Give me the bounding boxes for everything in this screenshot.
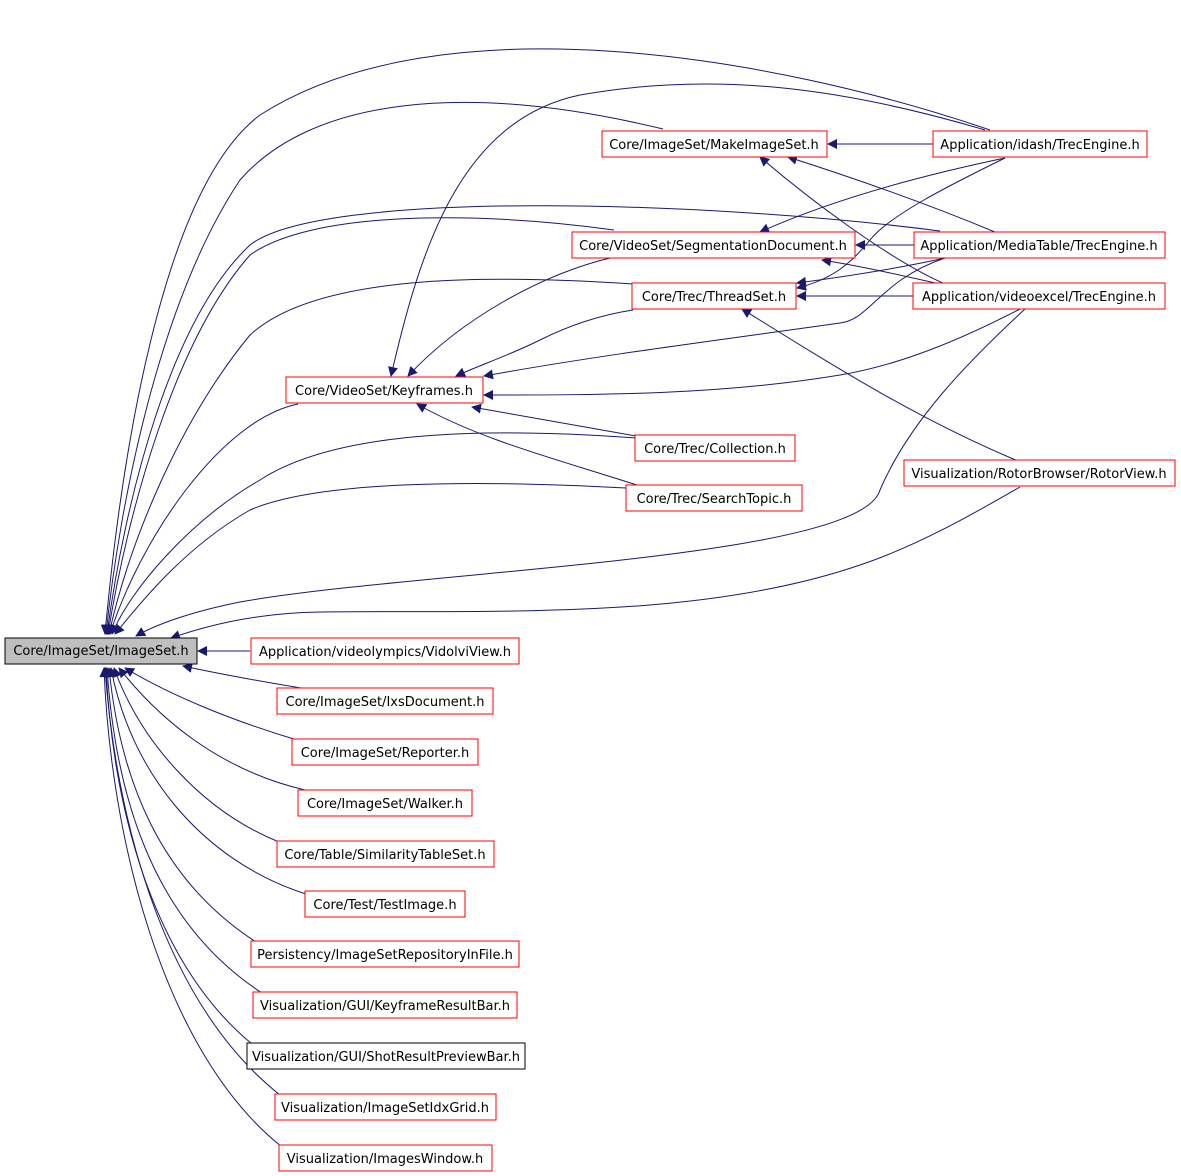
node-segmentation-document[interactable]: Core/VideoSet/SegmentationDocument.h — [571, 231, 856, 259]
node-mediatable-trec-engine[interactable]: Application/MediaTable/TrecEngine.h — [913, 231, 1166, 259]
edge-image-set-idx-grid-to-root — [100, 667, 281, 1096]
node-label[interactable]: Core/ImageSet/Walker.h — [307, 797, 463, 812]
node-label[interactable]: Core/ImageSet/IxsDocument.h — [286, 695, 485, 710]
node-videoexcel-trec-engine[interactable]: Application/videoexcel/TrecEngine.h — [912, 282, 1166, 310]
edge-segmentation-doc-to-keyframes — [407, 257, 611, 377]
edge-similarity-table-set-to-root — [112, 667, 280, 843]
edge-idash-trec-to-root — [100, 48, 991, 635]
edge-mediatable-trec-to-root — [103, 205, 941, 635]
node-vidolvi-view[interactable]: Application/videolympics/VidolviView.h — [250, 637, 520, 665]
node-label[interactable]: Application/videolympics/VidolviView.h — [259, 645, 511, 660]
node-label[interactable]: Visualization/GUI/KeyframeResultBar.h — [260, 999, 510, 1014]
node-idash-trec-engine[interactable]: Application/idash/TrecEngine.h — [932, 130, 1148, 158]
edge-keyframe-result-bar-to-root — [102, 667, 263, 994]
edge-search-topic-to-root — [114, 482, 627, 635]
edge-mediatable-trec-to-keyframes — [483, 257, 946, 380]
node-label[interactable]: Core/Table/SimilarityTableSet.h — [284, 848, 485, 863]
node-keyframe-result-bar[interactable]: Visualization/GUI/KeyframeResultBar.h — [252, 991, 518, 1019]
edge-rotor-view-to-thread-set — [741, 308, 1019, 462]
node-repository-in-file[interactable]: Persistency/ImageSetRepositoryInFile.h — [250, 940, 520, 968]
node-rotor-view[interactable]: Visualization/RotorBrowser/RotorView.h — [903, 459, 1176, 487]
node-label[interactable]: Core/VideoSet/SegmentationDocument.h — [579, 239, 847, 254]
node-label[interactable]: Core/Trec/ThreadSet.h — [642, 290, 786, 305]
node-label[interactable]: Core/Test/TestImage.h — [313, 898, 456, 913]
node-label[interactable]: Core/ImageSet/Reporter.h — [301, 746, 470, 761]
edge-search-topic-to-keyframes — [416, 403, 641, 487]
node-walker[interactable]: Core/ImageSet/Walker.h — [297, 789, 473, 817]
node-label[interactable]: Application/idash/TrecEngine.h — [940, 138, 1139, 153]
dependency-edges — [99, 48, 1026, 1148]
edge-mediatable-trec-to-thread-set — [796, 257, 946, 287]
node-label[interactable]: Core/VideoSet/Keyframes.h — [295, 384, 473, 399]
node-make-image-set[interactable]: Core/ImageSet/MakeImageSet.h — [601, 130, 828, 158]
node-search-topic[interactable]: Core/Trec/SearchTopic.h — [625, 484, 803, 512]
node-label[interactable]: Visualization/ImageSetIdxGrid.h — [281, 1101, 489, 1116]
node-test-image[interactable]: Core/Test/TestImage.h — [304, 890, 466, 918]
node-label[interactable]: Visualization/ImagesWindow.h — [287, 1152, 483, 1167]
node-label[interactable]: Persistency/ImageSetRepositoryInFile.h — [257, 948, 513, 963]
edge-videoexcel-trec-to-root — [135, 308, 1026, 637]
edge-make-image-set-to-root — [101, 101, 664, 635]
graph-nodes: Core/ImageSet/ImageSet.h Core/ImageSet/M… — [4, 130, 1176, 1172]
node-similarity-table-set[interactable]: Core/Table/SimilarityTableSet.h — [276, 840, 495, 868]
node-label[interactable]: Core/ImageSet/MakeImageSet.h — [609, 138, 819, 153]
edge-images-window-to-root — [99, 667, 283, 1148]
edge-walker-to-root — [118, 667, 306, 791]
node-keyframes[interactable]: Core/VideoSet/Keyframes.h — [285, 376, 484, 404]
node-image-set-idx-grid[interactable]: Visualization/ImageSetIdxGrid.h — [274, 1093, 497, 1121]
edge-thread-set-to-keyframes — [455, 309, 634, 377]
edge-repository-in-file-to-root — [104, 667, 257, 943]
edge-segmentation-doc-to-root — [104, 217, 615, 635]
edge-videoexcel-trec-to-segmentation-doc — [821, 256, 941, 285]
node-label[interactable]: Visualization/RotorBrowser/RotorView.h — [911, 467, 1166, 482]
edge-reporter-to-root — [124, 667, 298, 741]
edge-thread-set-to-root — [106, 278, 634, 635]
edge-rotor-view-to-root — [170, 486, 1021, 640]
edge-test-image-to-root — [107, 667, 307, 895]
edge-keyframes-to-root — [107, 403, 299, 635]
node-label[interactable]: Application/MediaTable/TrecEngine.h — [920, 239, 1157, 254]
node-label: Core/ImageSet/ImageSet.h — [13, 644, 188, 659]
edge-idash-trec-to-keyframes — [388, 83, 986, 377]
edge-collection-to-keyframes — [471, 403, 637, 437]
edge-idash-trec-to-thread-set — [796, 157, 1006, 291]
node-ixs-document[interactable]: Core/ImageSet/IxsDocument.h — [276, 687, 494, 715]
node-label[interactable]: Visualization/GUI/ShotResultPreviewBar.h — [252, 1050, 520, 1065]
edge-idash-trec-to-segmentation-doc — [759, 157, 1006, 233]
node-collection[interactable]: Core/Trec/Collection.h — [634, 434, 796, 462]
edge-mediatable-trec-to-make-image-set — [787, 154, 996, 233]
node-shot-result-preview-bar[interactable]: Visualization/GUI/ShotResultPreviewBar.h — [246, 1042, 526, 1070]
edge-collection-to-root — [110, 432, 637, 635]
node-reporter[interactable]: Core/ImageSet/Reporter.h — [291, 738, 479, 766]
node-label[interactable]: Application/videoexcel/TrecEngine.h — [922, 290, 1156, 305]
node-core-imageset-imageset: Core/ImageSet/ImageSet.h — [4, 637, 198, 665]
node-label[interactable]: Core/Trec/SearchTopic.h — [637, 492, 792, 507]
edge-videoexcel-trec-to-make-image-set — [759, 156, 946, 285]
node-label[interactable]: Core/Trec/Collection.h — [644, 442, 786, 457]
node-thread-set[interactable]: Core/Trec/ThreadSet.h — [631, 282, 797, 310]
edge-ixs-document-to-root — [182, 663, 314, 691]
node-images-window[interactable]: Visualization/ImagesWindow.h — [278, 1144, 493, 1172]
edge-videoexcel-trec-to-keyframes — [483, 308, 1021, 400]
